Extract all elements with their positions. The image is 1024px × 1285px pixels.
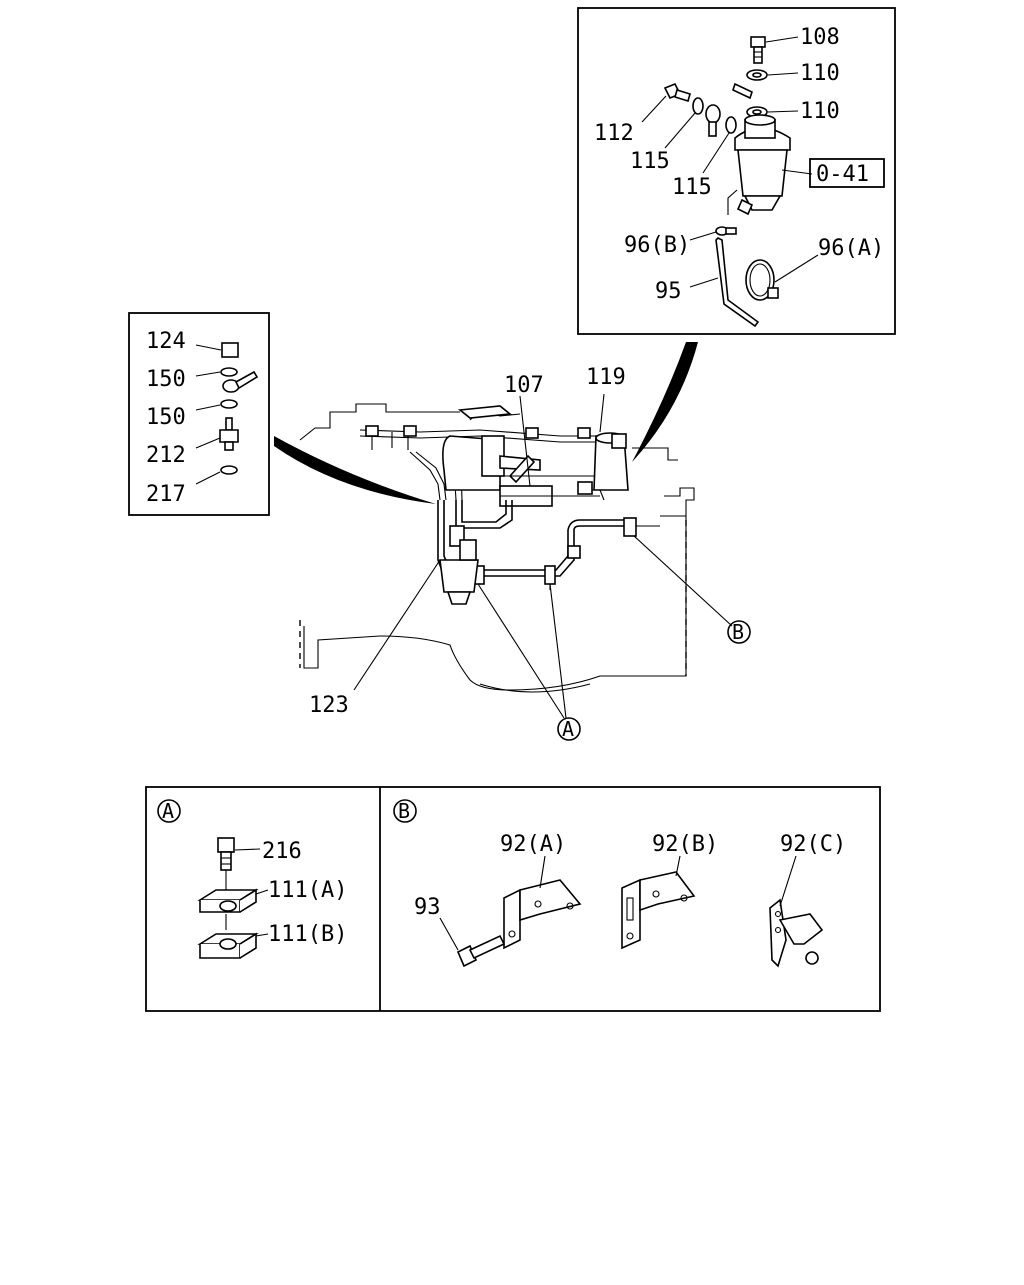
bolt-112 [641,82,691,123]
label-217: 217 [146,482,186,507]
detail-a-panel: A [157,799,347,959]
clip-96a [745,254,819,301]
washer-115-left [664,97,704,149]
label-110-lower: 110 [800,99,840,124]
callout-a-circle [557,717,581,741]
feed-pump [439,525,479,605]
leader-a2 [549,583,567,719]
bracket-92c [769,855,824,968]
detail-b-tag-circle [393,799,417,823]
washer-110-upper [746,69,799,81]
label-119: 119 [586,365,626,390]
bolt-216 [217,837,261,871]
label-150-lower: 150 [146,405,186,430]
callout-b-circle [727,620,751,644]
detail-pointer-wedge-right [632,342,698,462]
label-92b: 92(B) [652,832,718,857]
fitting-detail-frame [128,312,270,516]
washer-150-lower [195,399,238,411]
fuel-filter-detail-frame [577,7,896,335]
label-96b: 96(B) [624,233,690,258]
bolt-108 [750,36,799,64]
fuel-filter-detail-panel: 108 110 110 112 115 115 0-41 96(B) 96(A)… [577,7,896,335]
label-150-upper: 150 [146,367,186,392]
washer-150-upper [195,367,238,377]
detail-a-tag-circle [157,799,181,823]
label-92c: 92(C) [780,832,846,857]
label-111a: 111(A) [268,878,347,903]
leader-a1 [477,583,565,719]
leader-b [633,535,733,627]
clip-96b [689,226,737,241]
engine-assembly: 107 119 123 A B [299,365,751,741]
engine-lower-outline [303,516,687,691]
cap-nut-124 [195,342,239,358]
injection-lines [359,405,610,501]
engine-top-outline [299,403,460,441]
label-111b: 111(B) [268,922,347,947]
banjo-fitting [705,104,721,137]
filter-hose-guide [727,189,738,215]
label-112: 112 [594,121,634,146]
callout-a-letter: A [562,717,574,741]
label-96a: 96(A) [818,236,884,261]
label-reference-0-41: 0-41 [816,162,869,187]
eye-connector [222,370,259,393]
label-115-right: 115 [672,175,712,200]
injection-pump [442,395,600,507]
label-95: 95 [655,279,682,304]
label-124: 124 [146,329,186,354]
bottom-detail-panels: A [145,786,881,1012]
fuel-filter-housing [734,114,813,216]
label-216: 216 [262,839,302,864]
detail-b-tag: B [398,799,410,823]
washer-115-right [702,116,737,174]
hose-95 [689,237,760,328]
label-123: 123 [309,693,349,718]
detail-b-panel: B [393,799,846,968]
bracket-92b [621,855,696,950]
engine-fuel-filter [593,393,629,491]
bracket-92a [503,855,582,950]
washer-217 [195,465,238,485]
fitting-detail-panel: 124 150 150 212 217 [128,312,270,516]
clamp-111b [197,932,269,959]
bolt-93 [439,917,506,968]
label-212: 212 [146,443,186,468]
label-92a: 92(A) [500,832,566,857]
label-110-upper: 110 [800,61,840,86]
label-93: 93 [414,895,441,920]
label-107: 107 [504,373,544,398]
reference-0-41-box [809,158,885,188]
detail-pointer-wedge-left [274,436,436,504]
detail-a-tag: A [162,799,174,823]
leader-123 [353,559,441,691]
callout-b-letter: B [732,620,744,644]
clamp-111a [197,888,269,913]
label-115-left: 115 [630,149,670,174]
bottom-detail-frame [145,786,881,1012]
label-108: 108 [800,25,840,50]
eye-fitting [732,82,753,100]
valve-212 [195,417,239,451]
